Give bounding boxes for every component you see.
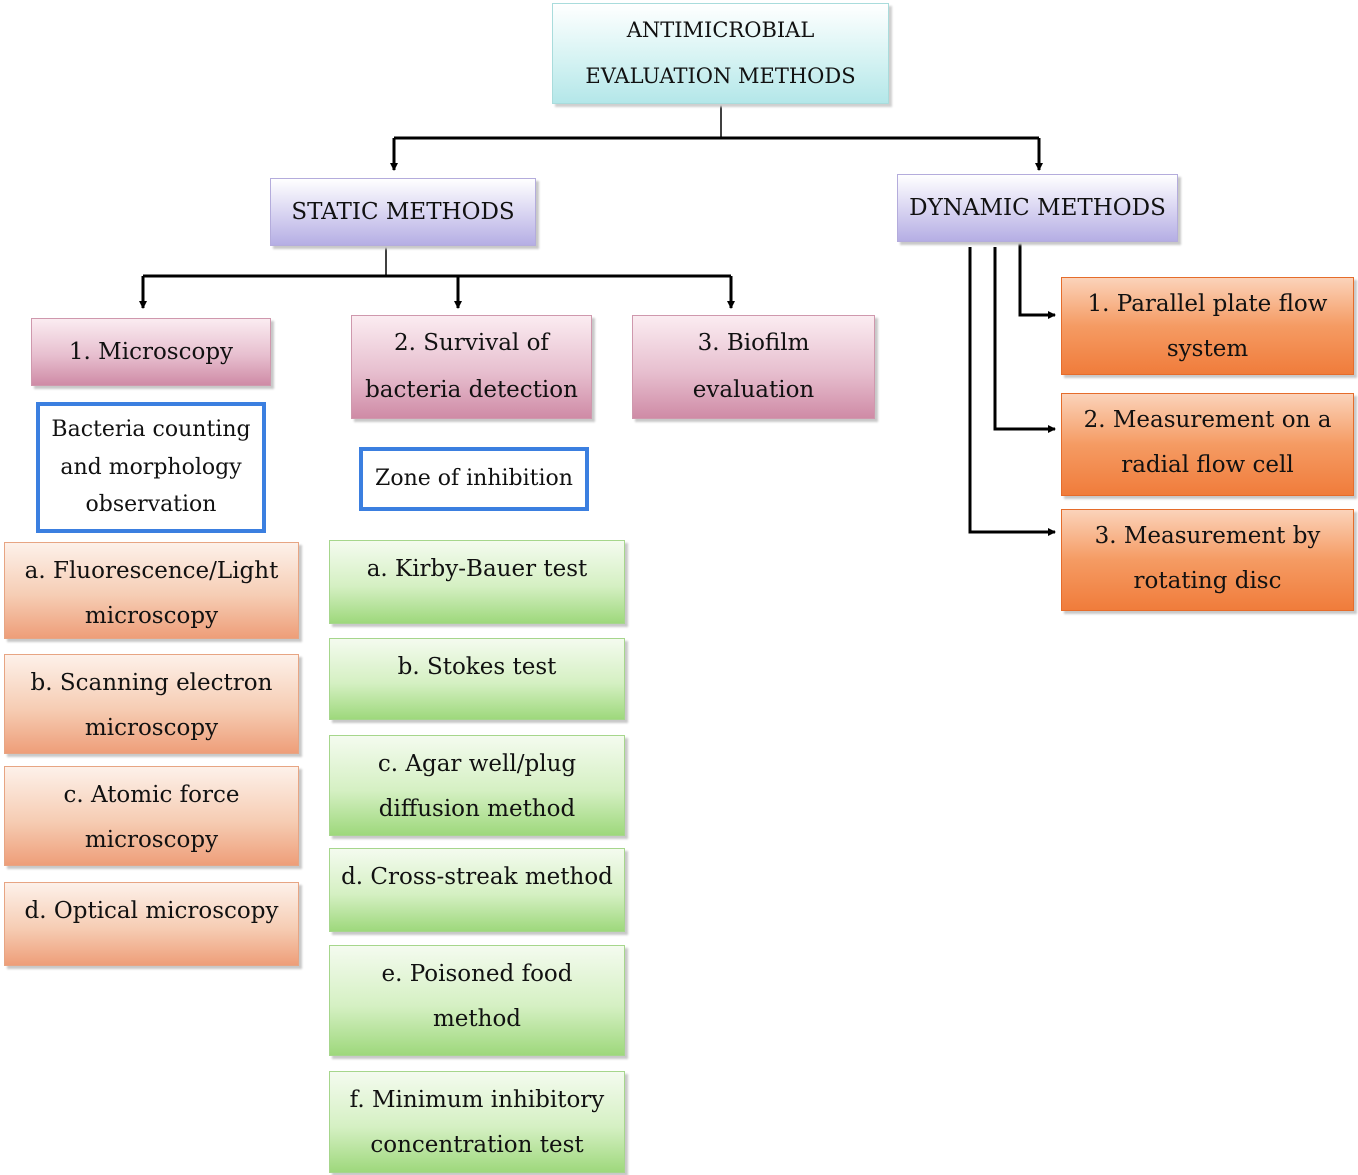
survival-item: e. Poisoned food method bbox=[329, 945, 625, 1056]
microscopy-note-text: Bacteria counting and morphology observa… bbox=[51, 417, 251, 518]
survival-node: 2. Survival of bacteria detection bbox=[351, 315, 592, 419]
survival-note: Zone of inhibition bbox=[359, 447, 589, 511]
biofilm-title: 3. Biofilm evaluation bbox=[692, 329, 815, 403]
survival-title: 2. Survival of bacteria detection bbox=[365, 329, 578, 403]
survival-item: d. Cross-streak method bbox=[329, 848, 625, 932]
dynamic-item: 3. Measurement by rotating disc bbox=[1061, 509, 1354, 611]
dynamic-item: 2. Measurement on a radial flow cell bbox=[1061, 393, 1354, 496]
arrow-to-rotating-disc bbox=[968, 247, 1056, 536]
survival-item: f. Minimum inhibitory concentration test bbox=[329, 1071, 625, 1173]
survival-note-text: Zone of inhibition bbox=[375, 466, 573, 492]
static-methods-title: STATIC METHODS bbox=[291, 198, 515, 225]
arrow-to-radial-flow bbox=[993, 247, 1056, 433]
dynamic-item: 1. Parallel plate flow system bbox=[1061, 277, 1354, 375]
dynamic-methods-node: DYNAMIC METHODS bbox=[897, 174, 1178, 242]
static-methods-node: STATIC METHODS bbox=[270, 178, 536, 246]
root-node: ANTIMICROBIAL EVALUATION METHODS bbox=[552, 3, 889, 104]
survival-item: b. Stokes test bbox=[329, 638, 625, 720]
microscopy-item: d. Optical microscopy bbox=[4, 882, 299, 966]
survival-item: c. Agar well/plug diffusion method bbox=[329, 735, 625, 836]
microscopy-note: Bacteria counting and morphology observa… bbox=[36, 402, 266, 533]
microscopy-title: 1. Microscopy bbox=[68, 338, 234, 365]
survival-item: a. Kirby-Bauer test bbox=[329, 540, 625, 624]
biofilm-node: 3. Biofilm evaluation bbox=[632, 315, 875, 419]
arrow-to-parallel-plate bbox=[1018, 242, 1056, 319]
microscopy-item: b. Scanning electron microscopy bbox=[4, 654, 299, 754]
dynamic-methods-title: DYNAMIC METHODS bbox=[909, 194, 1166, 221]
microscopy-item: c. Atomic force microscopy bbox=[4, 766, 299, 866]
root-title: ANTIMICROBIAL EVALUATION METHODS bbox=[585, 18, 856, 88]
microscopy-node: 1. Microscopy bbox=[31, 318, 271, 386]
microscopy-item: a. Fluorescence/Light microscopy bbox=[4, 542, 299, 639]
